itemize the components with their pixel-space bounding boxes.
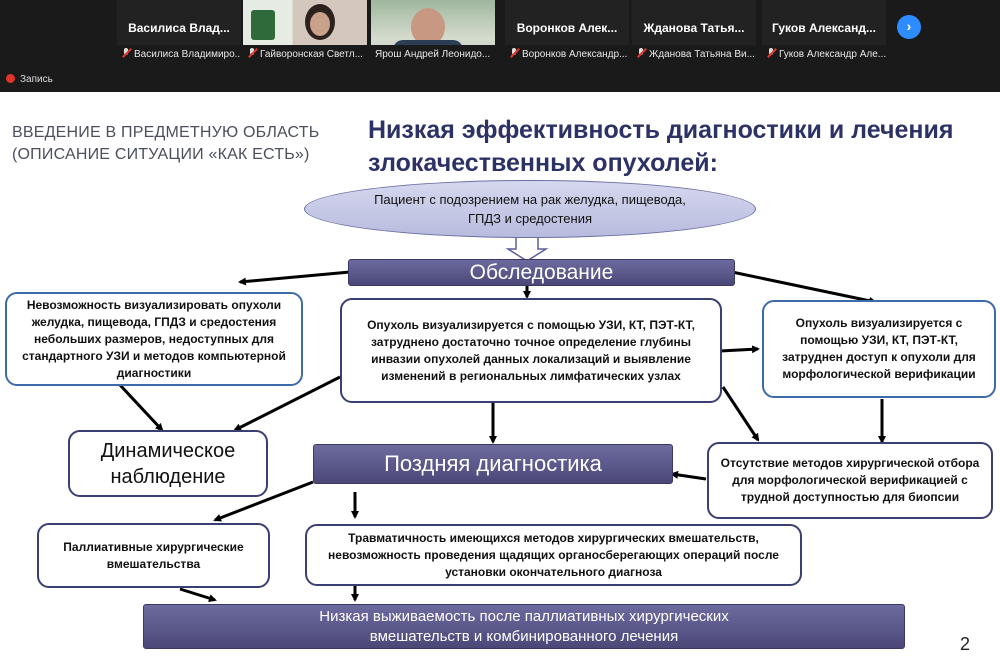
mic-muted-icon	[766, 48, 776, 58]
participant-face	[310, 12, 330, 36]
mic-muted-icon	[121, 48, 131, 58]
survival-bar: Низкая выживаемость после паллиативных х…	[143, 604, 905, 649]
next-participants-button[interactable]: ›	[897, 15, 921, 39]
chevron-right-icon: ›	[906, 18, 912, 34]
arrow	[721, 386, 760, 442]
participant-full-name: Василиса Владимиро...	[134, 49, 241, 60]
recording-indicator: Запись	[6, 74, 53, 85]
participant-full-name: Ярош Андрей Леонидо...	[375, 49, 491, 60]
record-icon	[6, 74, 15, 83]
slide-number: 2	[960, 634, 971, 654]
patient-ellipse: Пациент с подозрением на рак желудка, пи…	[304, 180, 756, 238]
left-box: Невозможность визуализировать опухоли же…	[5, 292, 303, 386]
right-box: Опухоль визуализируется с помощью УЗИ, К…	[762, 300, 996, 398]
center-box: Опухоль визуализируется с помощью УЗИ, К…	[340, 298, 722, 403]
recording-label: Запись	[20, 74, 53, 85]
participant-face	[411, 8, 445, 46]
participant-tile-name: Гуков Александ...	[772, 21, 876, 35]
arrow	[179, 587, 217, 603]
arrow	[238, 270, 351, 286]
no-methods-box: Отсутствие методов хирургической отбора …	[707, 442, 993, 519]
late-diagnosis-bar: Поздняя диагностика	[313, 444, 673, 484]
participant-strip: Василиса Влад... Василиса Владимиро... Г…	[0, 0, 1000, 92]
arrow	[118, 383, 164, 432]
participant-tile-name: Воронков Алек...	[516, 21, 618, 35]
slide-subtitle: Введение в предметную область (описание …	[12, 124, 320, 163]
participant-name-bar: Ярош Андрей Леонидо...	[371, 45, 495, 65]
down-block-arrow	[505, 236, 549, 262]
participant-full-name: Жданова Татьяна Ви...	[649, 49, 755, 60]
mic-muted-icon	[247, 48, 257, 58]
dynamic-observation-box: Динамическое наблюдение	[68, 430, 268, 497]
logo-icon	[251, 10, 275, 40]
participant-name-bar: Василиса Владимиро...	[117, 45, 241, 65]
participant-tile-name: Василиса Влад...	[128, 21, 230, 35]
shared-slide: Введение в предметную область (описание …	[0, 92, 1000, 667]
mic-muted-icon	[636, 48, 646, 58]
participant-full-name: Гуков Александр Але...	[779, 49, 886, 60]
trauma-box: Травматичность имеющихся методов хирурги…	[305, 524, 802, 586]
participant-name-bar: Воронков Александр...	[505, 45, 629, 65]
arrow	[670, 470, 707, 481]
palliative-box: Паллиативные хирургические вмешательства	[37, 523, 270, 588]
participant-tile-name: Жданова Татья...	[643, 21, 745, 35]
participant-name-bar: Гуков Александр Але...	[762, 45, 886, 65]
slide-heading: Низкая эффективность диагностики и лечен…	[368, 116, 954, 177]
participant-full-name: Гайворонская Светл...	[260, 49, 363, 60]
exam-bar: Обследование	[348, 259, 735, 286]
mic-muted-icon	[509, 48, 519, 58]
arrow	[719, 345, 760, 354]
participant-full-name: Воронков Александр...	[522, 49, 628, 60]
participant-name-bar: Жданова Татьяна Ви...	[632, 45, 756, 65]
participant-name-bar: Гайворонская Светл...	[243, 45, 367, 65]
arrow	[731, 270, 877, 305]
